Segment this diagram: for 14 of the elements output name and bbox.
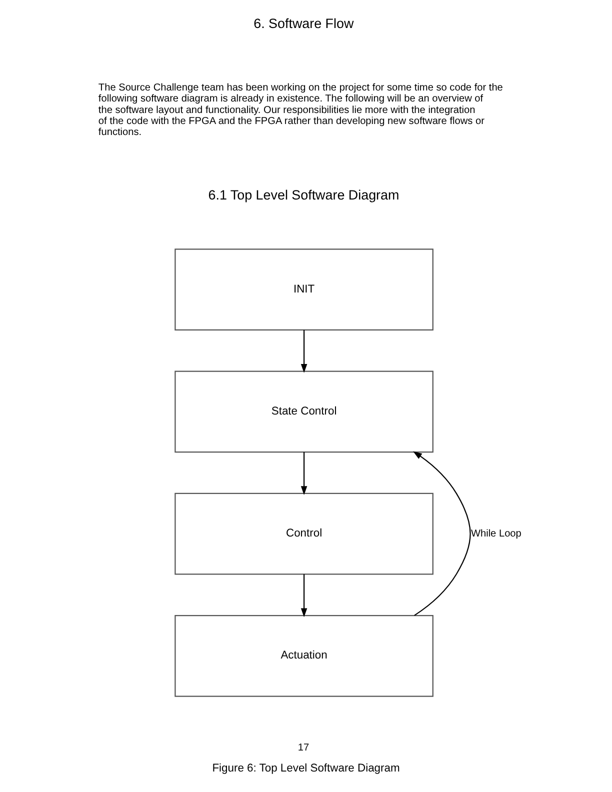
arrow: [413, 451, 471, 616]
label: 17: [298, 742, 310, 754]
arrow: [300, 574, 308, 618]
arrow: [300, 452, 308, 496]
node-box: State Control: [174, 370, 434, 453]
node-box: Control: [174, 492, 434, 575]
label: 6.1 Top Level Software Diagram: [208, 187, 400, 202]
node-box: INIT: [174, 248, 434, 330]
label: The Source Challenge team has been working on the project for some time so code for the following software diagram is already in existence. The following will be an overview of the software layout and functionality. Our responsibilities lie more with the integration of the code with the FPGA and the FPGA rather than developing new software flows or functions.: [98, 82, 503, 138]
label: 6. Software Flow: [254, 16, 354, 32]
caption: Figure 6: Top Level Software Diagram: [212, 762, 400, 774]
arrow: [300, 330, 308, 373]
node-box: Actuation: [174, 615, 434, 697]
edge-label: While Loop: [470, 528, 522, 540]
